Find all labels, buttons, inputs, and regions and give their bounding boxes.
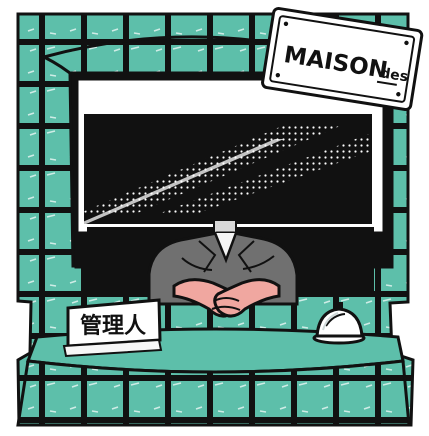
- service-bell-icon[interactable]: [312, 302, 366, 345]
- glass-reflections: [84, 126, 372, 224]
- concierge-person: [147, 219, 299, 318]
- desk-name-plate: 管理人: [62, 298, 163, 358]
- window-top-bar: [84, 114, 372, 122]
- desk-plate-label: 管理人: [80, 313, 146, 339]
- maison-sign: MAISON des: [261, 6, 424, 112]
- counter-front: [16, 359, 411, 427]
- sign-secondary-text: des: [379, 65, 409, 85]
